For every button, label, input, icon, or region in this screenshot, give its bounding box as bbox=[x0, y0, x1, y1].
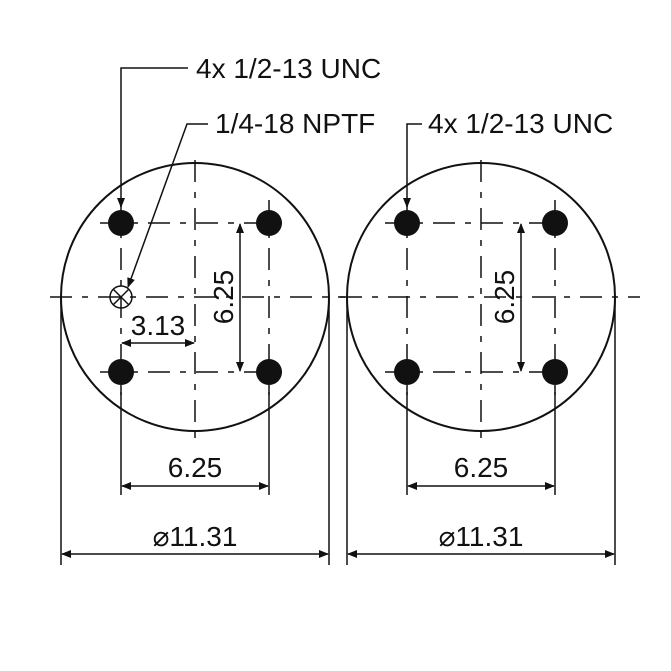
left-port-callout: 1/4-18 NPTF bbox=[215, 108, 375, 139]
left-bolt-hole-bottom-left bbox=[108, 359, 134, 385]
right-plate: 6.25 6.25 ⌀11.31 4x 1/2-13 UNC bbox=[340, 108, 640, 565]
left-vertical-dim-label: 6.25 bbox=[208, 270, 239, 325]
left-offset-dim-label: 3.13 bbox=[131, 310, 186, 341]
right-bolt-hole-bottom-left bbox=[394, 359, 420, 385]
right-thread-callout: 4x 1/2-13 UNC bbox=[428, 108, 613, 139]
left-bolt-hole-bottom-right bbox=[256, 359, 282, 385]
right-plate-outline bbox=[346, 162, 616, 432]
right-thread-leader bbox=[403, 123, 422, 208]
left-horizontal-dim-label: 6.25 bbox=[168, 452, 223, 483]
right-bolt-hole-bottom-right bbox=[542, 359, 568, 385]
right-horizontal-dim-label: 6.25 bbox=[454, 452, 509, 483]
left-air-port-symbol bbox=[109, 285, 133, 309]
left-thread-leader bbox=[117, 67, 188, 208]
right-bolt-hole-top-right bbox=[542, 210, 568, 236]
right-bolt-hole-top-left bbox=[394, 210, 420, 236]
diameter-symbol-icon: ⌀ bbox=[439, 521, 456, 552]
left-port-leader bbox=[127, 123, 208, 288]
left-plate: 6.25 3.13 6.25 ⌀11.31 4x 1/2-13 UNC 1/4-… bbox=[50, 53, 381, 565]
left-bolt-hole-top-right bbox=[256, 210, 282, 236]
left-diameter-dim-label: ⌀11.31 bbox=[153, 521, 238, 552]
right-vertical-dim-label: 6.25 bbox=[489, 270, 520, 325]
left-bolt-hole-top-left bbox=[108, 210, 134, 236]
diameter-symbol-icon: ⌀ bbox=[153, 521, 170, 552]
right-diameter-dim-label: ⌀11.31 bbox=[439, 521, 524, 552]
left-thread-callout: 4x 1/2-13 UNC bbox=[196, 53, 381, 84]
